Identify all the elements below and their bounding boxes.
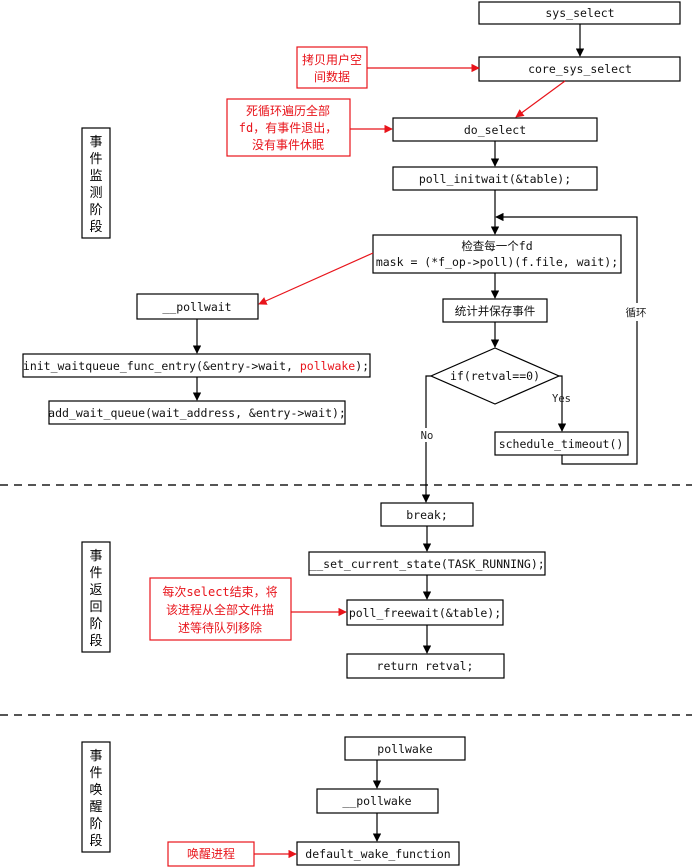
svg-text:add_wait_queue(wait_address, &: add_wait_queue(wait_address, &entry->wai… [48, 406, 346, 420]
phase-return-char: 事 [89, 549, 102, 564]
svg-text:__pollwake: __pollwake [342, 794, 411, 808]
node-add-wait-queue: add_wait_queue(wait_address, &entry->wai… [48, 400, 346, 425]
node-set-current-state: __set_current_state(TASK_RUNNING); [308, 551, 546, 576]
phase-return-char: 回 [89, 600, 102, 615]
svg-text:统计并保存事件: 统计并保存事件 [455, 304, 536, 318]
edge-if-yes [557, 375, 567, 432]
svg-text:拷贝用户空: 拷贝用户空 [302, 52, 362, 67]
svg-text:死循环遍历全部: 死循环遍历全部 [246, 103, 330, 118]
node-sys-select: sys_select [478, 1, 681, 25]
svg-text:__pollwait: __pollwait [162, 300, 231, 314]
node-if-retval: if(retval==0) [429, 347, 561, 405]
label-no: No [421, 430, 434, 442]
svg-text:do_select: do_select [464, 123, 526, 137]
svg-text:default_wake_function: default_wake_function [305, 847, 450, 861]
phase-detect-label: 事 件 监 测 阶 段 [81, 127, 111, 239]
node-pollwake: pollwake [344, 736, 466, 761]
init-waitqueue-text: init_waitqueue_func_entry(&entry->wait, … [23, 359, 369, 373]
phase-wake-char: 事 [89, 749, 102, 764]
svg-text:__set_current_state(TASK_RUNNI: __set_current_state(TASK_RUNNING); [309, 557, 544, 571]
phase-wake-char: 件 [89, 766, 102, 781]
svg-text:schedule_timeout(): schedule_timeout() [499, 437, 624, 451]
phase-return-char: 阶 [89, 617, 102, 632]
label-loop: 循环 [626, 306, 647, 319]
svg-text:没有事件休眠: 没有事件休眠 [252, 137, 324, 152]
svg-text:fd，有事件退出，: fd，有事件退出， [239, 121, 337, 135]
svg-text:sys_select: sys_select [545, 6, 614, 20]
phase-detect-char: 阶 [89, 203, 102, 218]
svg-text:No: No [421, 430, 434, 442]
svg-text:pollwake: pollwake [377, 742, 432, 756]
svg-text:break;: break; [406, 508, 448, 522]
edge-core-to-doselect [515, 80, 566, 118]
svg-text:return retval;: return retval; [377, 659, 474, 673]
node-default-wake-function: default_wake_function [296, 841, 460, 866]
node-poll-freewait: poll_freewait(&table); [346, 599, 504, 626]
note-copy-user: 拷贝用户空 间数据 [296, 46, 368, 89]
edge-if-no [421, 375, 431, 503]
node-init-waitqueue: init_waitqueue_func_entry(&entry->wait, … [22, 353, 371, 378]
phase-return-label: 事 件 返 回 阶 段 [81, 541, 111, 653]
phase-return-char: 件 [89, 566, 102, 581]
node-stat-save: 统计并保存事件 [442, 298, 548, 323]
node-pollwait: __pollwait [136, 293, 259, 320]
node-return-retval: return retval; [346, 653, 505, 679]
phase-detect-char: 事 [89, 135, 102, 150]
svg-text:述等待队列移除: 述等待队列移除 [178, 620, 262, 635]
loop-label-bg [620, 303, 650, 321]
svg-text:if(retval==0): if(retval==0) [450, 369, 540, 383]
note-wake-process: 唤醒进程 [167, 841, 255, 867]
node-check-fd: 检查每一个fd mask = (*f_op->poll)(f.file, wai… [372, 234, 622, 274]
label-yes: Yes [552, 393, 571, 405]
svg-text:检查每一个fd: 检查每一个fd [461, 239, 532, 253]
note-dead-loop: 死循环遍历全部 fd，有事件退出， 没有事件休眠 [226, 98, 351, 157]
node-poll-initwait: poll_initwait(&table); [392, 166, 598, 191]
phase-wake-label: 事 件 唤 醒 阶 段 [81, 741, 111, 853]
svg-text:该进程从全部文件描: 该进程从全部文件描 [166, 602, 274, 617]
phase-detect-char: 监 [89, 169, 102, 184]
svg-text:间数据: 间数据 [314, 69, 350, 84]
svg-text:Yes: Yes [552, 393, 571, 405]
edge-check-to-pollwait [258, 252, 374, 305]
phase-detect-char: 件 [89, 152, 102, 167]
phase-detect-char: 测 [89, 186, 102, 201]
svg-text:每次select结束，将: 每次select结束，将 [162, 584, 277, 599]
phase-return-char: 段 [89, 634, 102, 649]
node-do-select: do_select [392, 117, 598, 142]
phase-return-char: 返 [89, 583, 102, 598]
no-label-bg [416, 428, 438, 442]
phase-wake-char: 段 [89, 834, 102, 849]
node-break: break; [380, 502, 474, 527]
svg-text:core_sys_select: core_sys_select [528, 62, 632, 76]
svg-text:poll_initwait(&table);: poll_initwait(&table); [419, 172, 571, 186]
phase-wake-char: 唤 [89, 783, 102, 798]
svg-text:mask = (*f_op->poll)(f.file, w: mask = (*f_op->poll)(f.file, wait); [376, 255, 618, 269]
phase-wake-char: 醒 [89, 800, 102, 815]
phase-wake-char: 阶 [89, 817, 102, 832]
node-schedule-timeout: schedule_timeout() [494, 431, 629, 456]
edge-loop-back [495, 212, 638, 465]
svg-text:poll_freewait(&table);: poll_freewait(&table); [349, 606, 501, 620]
svg-text:循环: 循环 [626, 306, 647, 319]
svg-text:唤醒进程: 唤醒进程 [187, 846, 235, 861]
phase-detect-char: 段 [89, 220, 102, 235]
note-select-end: 每次select结束，将 该进程从全部文件描 述等待队列移除 [149, 577, 292, 641]
node-core-sys-select: core_sys_select [478, 56, 681, 82]
node-__pollwake: __pollwake [316, 788, 439, 814]
